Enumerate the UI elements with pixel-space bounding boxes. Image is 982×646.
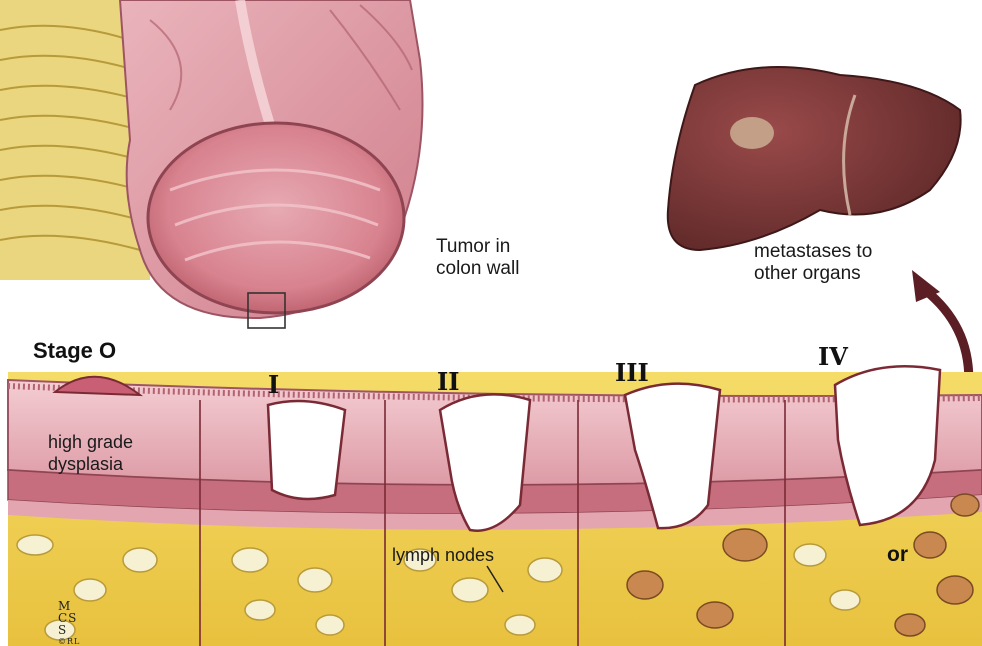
dysplasia-label-line-1: high grade bbox=[48, 431, 133, 453]
tumor-label-line-1: Tumor in bbox=[436, 236, 519, 258]
stage-0-label: Stage O bbox=[33, 338, 116, 364]
or-label: or bbox=[887, 543, 908, 567]
liver-lesion bbox=[730, 117, 774, 149]
lymph-nodes-label: lymph nodes bbox=[392, 544, 494, 566]
signature-line-3: S bbox=[58, 624, 80, 636]
stage-3-label: III bbox=[615, 358, 649, 387]
colon-tube bbox=[120, 0, 423, 328]
metastases-label-line-2: other organs bbox=[754, 263, 872, 285]
dysplasia-label-line-2: dysplasia bbox=[48, 453, 133, 475]
tumor-label-line-2: colon wall bbox=[436, 258, 519, 280]
stage-1-label: I bbox=[268, 370, 279, 399]
metastases-label-line-1: metastases to bbox=[754, 241, 872, 263]
liver bbox=[668, 67, 961, 250]
tumor-label: Tumor in colon wall bbox=[436, 236, 519, 280]
stage-2-label: II bbox=[437, 367, 459, 396]
dysplasia-label: high grade dysplasia bbox=[48, 431, 133, 475]
tumor-stage-1 bbox=[268, 401, 345, 499]
stage-4-label: IV bbox=[818, 342, 848, 371]
colon-lumen bbox=[148, 123, 404, 313]
metastases-label: metastases to other organs bbox=[754, 241, 872, 285]
artist-signature: M CS S ©RL bbox=[58, 600, 80, 646]
signature-line-4: ©RL bbox=[58, 636, 80, 646]
